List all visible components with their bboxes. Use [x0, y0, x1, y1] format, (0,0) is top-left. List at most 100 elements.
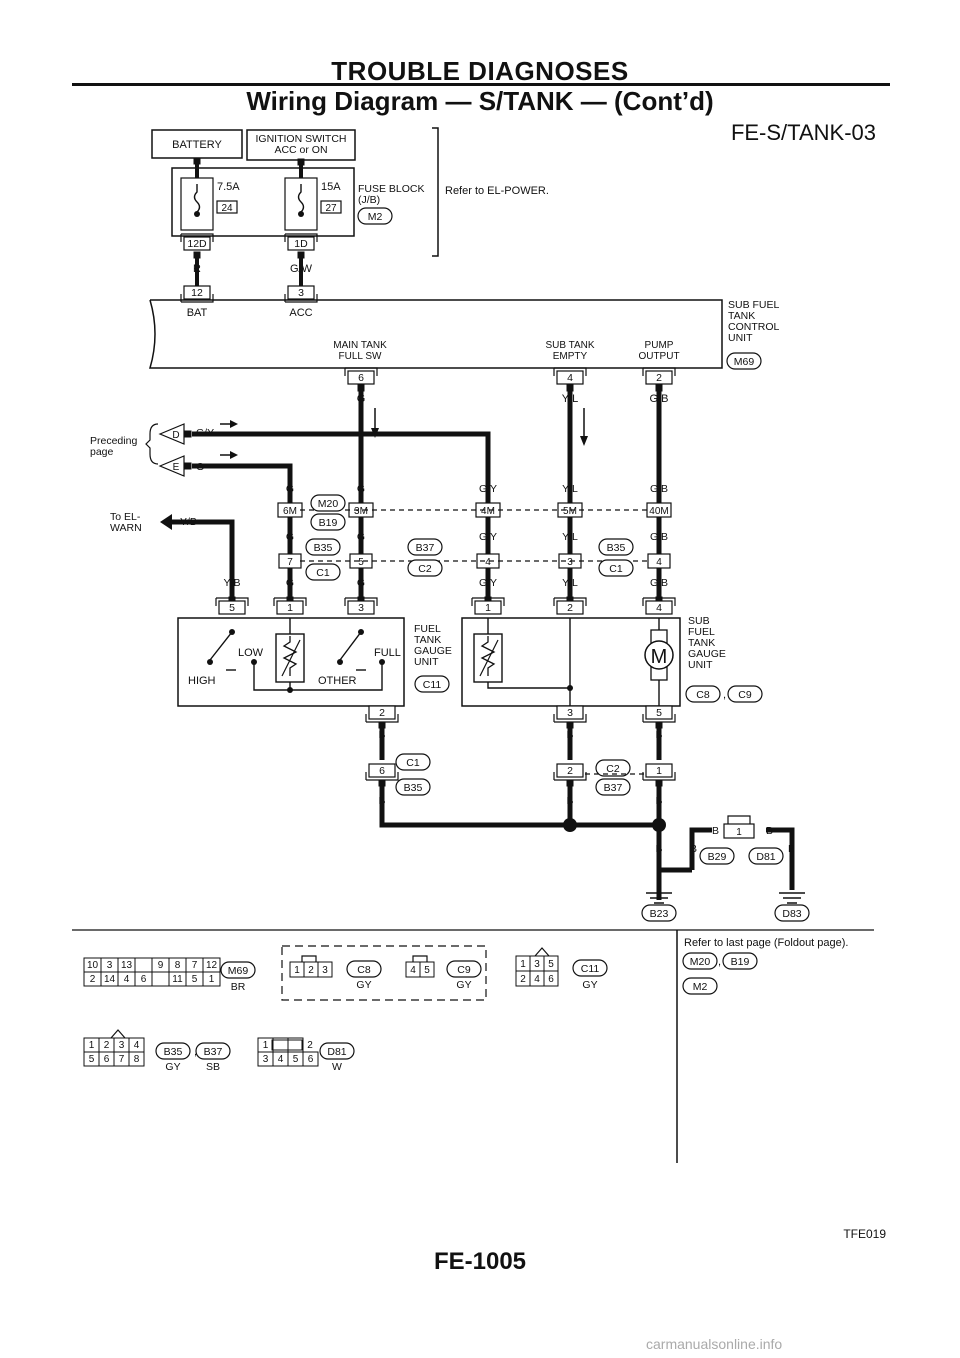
wire-b-d81b: B: [766, 825, 773, 837]
conn-c1-c: [395, 753, 431, 771]
b37-face: [195, 1042, 231, 1060]
wire-label-mid-3: Y/L: [562, 531, 578, 543]
joint-lower-label-0: 7: [287, 557, 293, 568]
gauge-left-term-2: [347, 600, 375, 615]
ground-term-0: [368, 763, 396, 778]
conn-d81: [748, 847, 784, 865]
fuel-tank-gauge-unit: [177, 617, 405, 707]
fuel-gauge-label: TANK: [414, 634, 441, 646]
d81-connector-pin: 1: [263, 1040, 269, 1051]
wire-d83: [766, 827, 795, 890]
switch-full-label: FULL: [374, 647, 401, 659]
refer-b19: [722, 952, 758, 970]
control-unit-label: CONTROL: [728, 321, 779, 333]
wire-label-lower-0: G: [286, 577, 294, 589]
pin-square: [184, 462, 192, 470]
c8-face: [346, 960, 382, 978]
fuse-num-1: 27: [325, 203, 337, 214]
main-tank-label: MAIN TANK: [333, 340, 387, 351]
ground-term-2-bracket: [642, 772, 676, 781]
d81-key: [271, 1039, 303, 1051]
wire-label-gb: G/B: [650, 393, 669, 405]
m69-color: BR: [231, 981, 246, 993]
control-unit-label: TANK: [728, 310, 755, 322]
refer-last-label: Refer to last page (Foldout page).: [684, 937, 848, 949]
sub-gauge-label: UNIT: [688, 659, 713, 671]
out-terminal-2: [645, 370, 673, 385]
wire-label-upper-0: G: [286, 483, 294, 495]
wire-GY-route: [192, 431, 491, 500]
pump-label: PUMP: [645, 340, 674, 351]
b35-key: [110, 1029, 126, 1039]
b35-color: GY: [165, 1061, 180, 1073]
m69-connector-pin: 6: [141, 974, 147, 985]
gauge-right-term-1: [556, 600, 584, 615]
b35-connector-pin: 2: [104, 1040, 110, 1051]
gauge-right-wire: [487, 682, 570, 689]
conn-b35-a: [305, 538, 341, 556]
b37-color: SB: [206, 1061, 220, 1073]
comma-3: ,: [718, 956, 721, 968]
resistor-right-zigzag: [480, 636, 496, 676]
pin-square: [566, 596, 574, 604]
unit-terminal-12: [183, 285, 211, 300]
wire-label-mid-4: G/B: [650, 531, 668, 543]
wire-b-g: B: [655, 843, 662, 855]
fuse-block-box: [171, 167, 355, 237]
gauge-left-term-0-label: 5: [229, 602, 235, 614]
pin-square: [286, 596, 294, 604]
wire-label-mid-0: G: [286, 531, 294, 543]
gauge-left-term-1: [276, 600, 304, 615]
switch-low-label: LOW: [238, 647, 264, 659]
sub-gauge-label: GAUGE: [688, 648, 726, 660]
ground-term-2-label: 1: [656, 765, 662, 777]
d81-term: [723, 823, 755, 839]
conn-b35-b: [598, 538, 634, 556]
out-terminal-0-bracket: [344, 367, 378, 376]
control-unit-connector: [726, 352, 762, 370]
conn-b37-a: [407, 538, 443, 556]
conn-c1-a-label: C1: [316, 567, 330, 579]
conn-b29: [699, 847, 735, 865]
joint-lower-label-1: 5: [358, 557, 364, 568]
pin-square: [184, 430, 192, 438]
wire-label-upper-1: G: [357, 483, 365, 495]
preceding-page-label: page: [90, 446, 114, 458]
sub-gauge-label: SUB: [688, 615, 710, 627]
m69-connector-pin: 2: [90, 974, 96, 985]
out-terminal-1-bracket: [553, 367, 587, 376]
b35-connector-pin: 7: [119, 1054, 125, 1065]
conn-c2-c-label: C2: [606, 763, 620, 775]
to-el-warn-label: To EL-: [110, 511, 141, 523]
pin-square: [297, 251, 305, 259]
sub-gauge-label: FUEL: [688, 626, 715, 638]
c11-connector-pin: 6: [548, 974, 554, 985]
wire-label-g: G: [357, 393, 366, 405]
gauge-right-term-0-label: 1: [485, 602, 491, 614]
ignition-switch-label: IGNITION SWITCH: [256, 133, 347, 145]
fuse-terminal-1d-bracket: [284, 233, 318, 242]
c11-connector-cell: [543, 970, 559, 987]
switch-high-label: HIGH: [188, 675, 216, 687]
m69-connector-pin: 13: [121, 960, 133, 971]
wire-label-lower-2: G/Y: [479, 577, 497, 589]
gauge-right-term-2-bracket: [642, 597, 676, 606]
conn-c2-a-label: C2: [418, 563, 432, 575]
joint-lower-label-3: 3: [567, 557, 573, 568]
fuse-dot-0: [194, 211, 200, 217]
gauge-left-term-2-label: 3: [358, 602, 364, 614]
out-terminal-1: [556, 370, 584, 385]
m69-connector-pin: 5: [192, 974, 198, 985]
comma: ,: [723, 689, 726, 701]
d81-connector-pin: 6: [308, 1054, 314, 1065]
b35-connector-cell: [128, 1051, 145, 1067]
sub-tank-label: SUB TANK: [545, 340, 594, 351]
preceding-page-label: Preceding: [90, 435, 137, 447]
d81-color: W: [332, 1061, 342, 1073]
dir-head-2: [230, 451, 238, 459]
diagram-code: FE-S/TANK-03: [731, 120, 876, 145]
fuse-num-box-1: [320, 200, 342, 214]
gauge-bottom-term-0: [368, 705, 396, 720]
unit-term-label-bat: BAT: [187, 307, 208, 319]
gauge-bottom-term-0-bracket: [365, 714, 399, 723]
